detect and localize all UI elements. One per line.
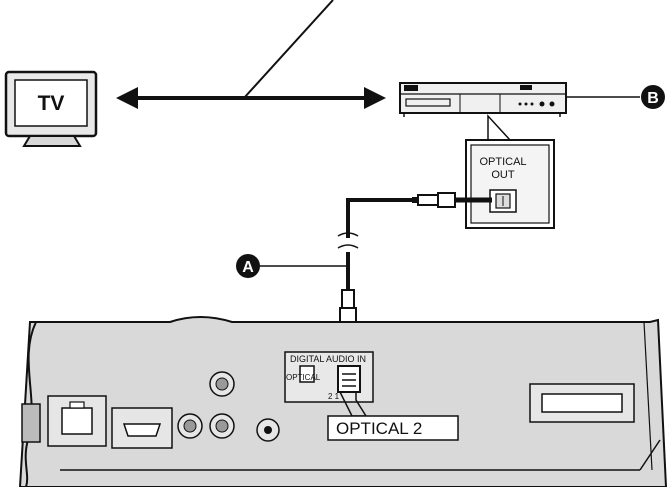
receiver-back-panel: [18, 316, 668, 487]
optical-out-label-line1: OPTICAL: [479, 156, 526, 168]
optical-out-panel: [465, 139, 555, 229]
callout-a-badge: [236, 254, 260, 278]
zoom-pointer: [487, 114, 511, 141]
optical-2-label: OPTICAL 2: [336, 419, 422, 438]
port-numbers-label: 2 1: [328, 392, 340, 401]
optical-2-pointer: [338, 391, 368, 417]
recorder-device-icon: [399, 82, 567, 117]
optical-out-label-line2: OUT: [491, 169, 515, 181]
callout-b-badge: [641, 85, 665, 109]
hdmi-double-arrow: [116, 87, 386, 109]
digital-audio-in-label: DIGITAL AUDIO IN: [290, 354, 366, 364]
optical-2-label-box: [327, 415, 459, 441]
tv-icon: [4, 70, 98, 147]
optical-port-1-label: OPTICAL: [286, 373, 321, 382]
callout-a-label: A: [242, 259, 254, 276]
leader-line-top: [243, 0, 334, 99]
tv-label: TV: [38, 92, 65, 115]
callout-b-label: B: [647, 90, 659, 107]
